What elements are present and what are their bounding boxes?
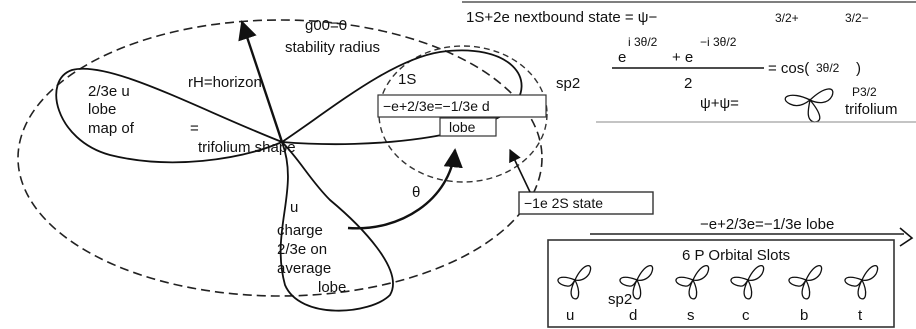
- charge-line4: lobe: [318, 279, 346, 296]
- u-label: u: [290, 199, 298, 216]
- formula-cos-close: ): [856, 60, 861, 77]
- formula-e-left: e: [618, 49, 626, 66]
- formula-line1-end: 3/2−: [845, 11, 869, 25]
- formula-cos-arg: 3θ/2: [816, 61, 840, 75]
- orbital-sp2-label: sp2: [608, 291, 632, 308]
- formula-psi-sum: ψ+ψ=: [700, 95, 739, 112]
- formula-exp-right: −i 3θ/2: [700, 35, 737, 49]
- theta-label: θ: [412, 184, 420, 201]
- flavor-c: c: [742, 307, 750, 324]
- formula-p32: P3/2: [852, 85, 877, 99]
- 1s-label: 1S: [398, 71, 416, 88]
- horizon-label: rH=horizon: [188, 74, 262, 91]
- 2s-state-box: [518, 191, 654, 215]
- trifolium-shape-label: trifolium shape: [198, 139, 296, 156]
- theta-arc: [347, 148, 463, 230]
- lobe-box: [439, 117, 497, 137]
- formula-denominator: 2: [684, 75, 692, 92]
- lobe-u-line2: lobe: [88, 101, 116, 118]
- panel-arrow-label: −e+2/3e=−1/3e lobe: [700, 216, 834, 233]
- 2s-state-text: −1e 2S state: [524, 195, 603, 211]
- formula-trifolium: trifolium: [845, 101, 898, 118]
- orbital-panel: −e+2/3e=−1/3e lobe 6 P Orbital Slots sp2: [547, 216, 914, 328]
- orbital-slots-box: [547, 239, 895, 328]
- trifolium-shape: [55, 49, 523, 312]
- horizon-radius-arrow: [238, 20, 284, 143]
- formula-plus-e: + e: [672, 49, 693, 66]
- mini-trifolium-icon: [784, 88, 834, 123]
- formula-block: 1S+2e nextbound state = ψ− 3/2+ 3/2− e i…: [462, 1, 916, 123]
- flavor-d: d: [629, 307, 637, 324]
- orbital-d-icon: [619, 265, 654, 300]
- formula-exp-left: i 3θ/2: [628, 35, 658, 49]
- stability-radius-label: stability radius: [285, 39, 380, 56]
- orbital-b-icon: [788, 265, 823, 300]
- g00-label: g00=0: [305, 17, 347, 34]
- inner-1s-circle: [378, 45, 548, 183]
- flavor-b: b: [800, 307, 808, 324]
- d-lobe-box-text: −e+2/3e=−1/3e d: [383, 98, 490, 114]
- orbital-slots-title: 6 P Orbital Slots: [682, 247, 790, 264]
- orbital-u-icon: [557, 265, 592, 300]
- charge-line3: average: [277, 260, 331, 277]
- formula-line1-tail: 3/2+: [775, 11, 799, 25]
- lobe-u-line1: 2/3e u: [88, 83, 130, 100]
- equals-sign: =: [190, 120, 199, 137]
- formula-line1: 1S+2e nextbound state = ψ−: [466, 9, 657, 26]
- charge-line2: 2/3e on: [277, 241, 327, 258]
- flavor-s: s: [687, 307, 695, 324]
- panel-arrow-head: [899, 227, 914, 247]
- flavor-u: u: [566, 307, 574, 324]
- horizon-circle: [17, 19, 543, 297]
- orbital-trifoliums: [557, 265, 879, 300]
- lobe-box-text: lobe: [449, 119, 476, 135]
- formula-equals-cos: = cos(: [768, 60, 809, 77]
- 2s-arrow: [509, 148, 531, 193]
- orbital-s-icon: [675, 265, 710, 300]
- charge-line1: charge: [277, 222, 323, 239]
- flavor-t: t: [858, 307, 863, 324]
- orbital-c-icon: [730, 265, 765, 300]
- sp2-label: sp2: [556, 75, 580, 92]
- orbital-t-icon: [844, 265, 879, 300]
- d-lobe-box: [377, 94, 547, 118]
- lobe-u-line3: map of: [88, 120, 135, 137]
